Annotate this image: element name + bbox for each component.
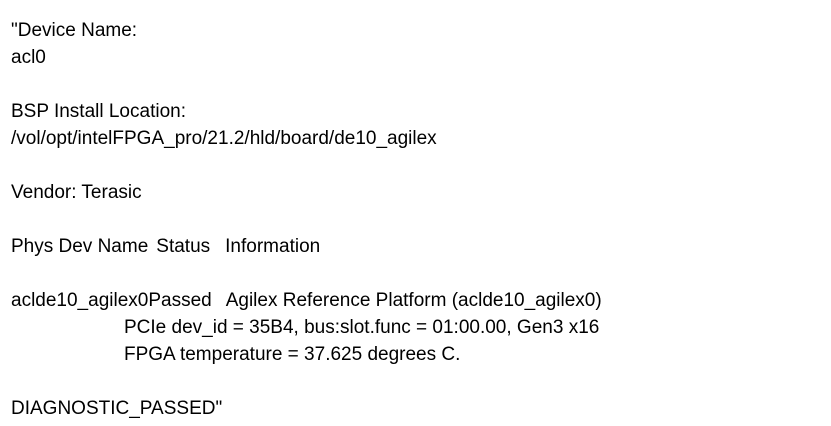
table-header: Phys Dev Name Status Information [11, 233, 821, 260]
blank-line [11, 152, 821, 179]
blank-line [11, 368, 821, 395]
header-status: Status [156, 236, 211, 257]
blank-line [11, 71, 821, 98]
blank-line [11, 260, 821, 287]
header-information: Information [225, 236, 321, 257]
bsp-install-location-value: /vol/opt/intelFPGA_pro/21.2/hld/board/de… [11, 128, 437, 149]
device-name-label: "Device Name: [11, 20, 138, 41]
device-name-status: aclde10_agilex0Passed [11, 290, 212, 311]
device-info-line-3: FPGA temperature = 37.625 degrees C. [124, 344, 461, 365]
device-info-line-2: PCIe dev_id = 35B4, bus:slot.func = 01:0… [124, 317, 600, 338]
diagnostic-result: DIAGNOSTIC_PASSED" [11, 398, 223, 419]
device-row: aclde10_agilex0Passed Agilex Reference Pl… [11, 287, 821, 314]
header-phys-dev-name: Phys Dev Name [11, 236, 149, 257]
device-name-value: acl0 [11, 47, 46, 68]
vendor-line: Vendor: Terasic [11, 182, 142, 203]
device-info-line-1: Agilex Reference Platform (aclde10_agile… [225, 290, 602, 311]
diagnostic-output-document: "Device Name: acl0 BSP Install Location:… [11, 17, 821, 422]
bsp-install-location-label: BSP Install Location: [11, 101, 186, 122]
blank-line [11, 206, 821, 233]
